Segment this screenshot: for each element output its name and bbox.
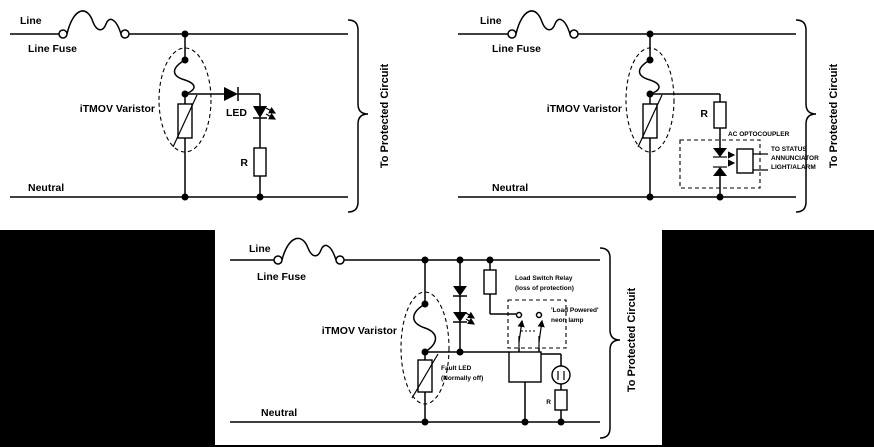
neutral-label: Neutral — [492, 182, 528, 194]
fuse-terminal-left-icon — [507, 29, 517, 39]
thermal-fuse-icon — [173, 59, 195, 95]
junction-dots — [421, 256, 565, 426]
circuit3-wires — [230, 259, 600, 423]
neon-resistor-symbol — [554, 389, 568, 411]
thermal-fuse-icon — [413, 303, 437, 353]
varistor-diagonal — [172, 94, 198, 148]
varistor-symbol — [411, 353, 439, 399]
led-symbol — [253, 106, 277, 120]
relay-contacts-symbol — [507, 299, 567, 349]
circuit1-diagram: Line Line Fuse iTMOV Varistor LED R Neut… — [10, 10, 391, 213]
thermal-fuse-icon — [638, 59, 660, 95]
led-emission-arrows-icon — [265, 106, 277, 114]
neon-label-line2: neon lamp — [551, 317, 584, 324]
neon-resistor-label: R — [546, 399, 551, 406]
fuse-wire-icon — [66, 10, 122, 35]
varistor-symbol — [637, 94, 663, 148]
protected-circuit-label: To Protected Circuit — [379, 64, 391, 169]
relay-contacts-outline — [507, 299, 567, 349]
neon-branch-wire — [538, 348, 562, 422]
itmov-package-outline — [158, 47, 212, 153]
series-resistor-symbol — [483, 269, 497, 295]
fuse-terminal-left-icon — [58, 29, 68, 39]
protected-circuit-brace — [347, 19, 369, 213]
circuit2-diagram: Line Line Fuse iTMOV Varistor R AC OPTOC… — [458, 10, 840, 213]
protected-circuit-label: To Protected Circuit — [828, 64, 840, 169]
diode-symbol — [453, 286, 467, 297]
contact-terminal-2 — [535, 311, 543, 319]
fuse-terminal-left-icon — [273, 255, 283, 265]
circuit2-wires — [458, 33, 796, 198]
resistor-symbol — [713, 101, 727, 129]
contact-terminal-1 — [515, 311, 523, 319]
neon-electrodes — [557, 371, 565, 380]
circuit3-diagram: Line Line Fuse iTMOV Varistor Fault LED … — [230, 237, 638, 439]
optocoupler-symbol — [679, 139, 768, 189]
status-label-line1: TO STATUS — [771, 146, 807, 153]
varistor-diagonal — [637, 94, 663, 148]
relay-label-line1: Load Switch Relay — [515, 275, 573, 282]
opto-branch-wire — [650, 93, 721, 197]
neutral-label: Neutral — [261, 407, 297, 419]
protected-circuit-brace — [795, 19, 817, 213]
fault-led-branch-wire — [425, 260, 509, 353]
status-label-line2: ANNUNCIATOR — [771, 155, 819, 162]
varistor-diagonal — [411, 353, 439, 399]
relay-label-line2: (loss of protection) — [515, 285, 574, 292]
varistor-symbol — [172, 94, 198, 148]
neon-lamp-symbol — [551, 365, 571, 385]
fuse-terminal-right-icon — [120, 29, 130, 39]
junction-dots — [181, 30, 264, 201]
line-label: Line — [480, 15, 502, 27]
line-fuse-label: Line Fuse — [492, 43, 541, 55]
phototransistor-icon — [736, 148, 754, 174]
neon-lamp-bulb — [551, 365, 571, 385]
varistor-label: iTMOV Varistor — [547, 103, 622, 115]
varistor-label: iTMOV Varistor — [322, 325, 397, 337]
bottom-diagram-panel: Line Line Fuse iTMOV Varistor Fault LED … — [215, 230, 662, 445]
fault-led-label-line2: (Normally off) — [441, 375, 483, 382]
itmov-package-outline — [625, 47, 675, 153]
neutral-label: Neutral — [28, 182, 64, 194]
fuse-wire-icon — [515, 10, 571, 35]
diode-symbol — [224, 87, 239, 101]
fault-led-label-line1: Fault LED — [441, 365, 472, 372]
line-fuse-symbol — [273, 237, 345, 265]
fuse-terminal-right-icon — [569, 29, 579, 39]
protected-circuit-brace — [599, 247, 621, 439]
protected-circuit-label: To Protected Circuit — [626, 288, 638, 393]
itmov-package-outline — [400, 291, 450, 405]
varistor-label: iTMOV Varistor — [80, 103, 155, 115]
line-label: Line — [20, 15, 42, 27]
resistor-label: R — [240, 157, 248, 169]
optocoupler-label: AC OPTOCOUPLER — [728, 131, 790, 138]
line-fuse-label: Line Fuse — [257, 271, 306, 283]
line-label: Line — [249, 243, 271, 255]
resistor-label: R — [700, 108, 708, 120]
junction-dots — [646, 30, 724, 201]
fault-led-symbol — [453, 311, 476, 325]
led-emission-arrows-icon — [465, 311, 476, 319]
circuit1-wires — [10, 33, 348, 198]
relay-coil-symbol — [508, 351, 542, 383]
line-fuse-symbol — [58, 10, 130, 39]
fuse-wire-icon — [281, 237, 337, 261]
line-fuse-symbol — [507, 10, 579, 39]
line-fuse-label: Line Fuse — [28, 43, 77, 55]
fuse-terminal-right-icon — [335, 255, 345, 265]
led-label: LED — [226, 107, 247, 119]
neon-label-line1: 'Load Powered' — [551, 307, 599, 314]
status-label-line3: LIGHT/ALARM — [771, 164, 816, 171]
led-branch-wire — [185, 93, 261, 197]
opto-output-leads — [753, 153, 768, 171]
resistor-symbol — [253, 147, 267, 177]
optocoupler-outline — [679, 139, 761, 189]
opto-led-pair-icon — [713, 148, 727, 176]
